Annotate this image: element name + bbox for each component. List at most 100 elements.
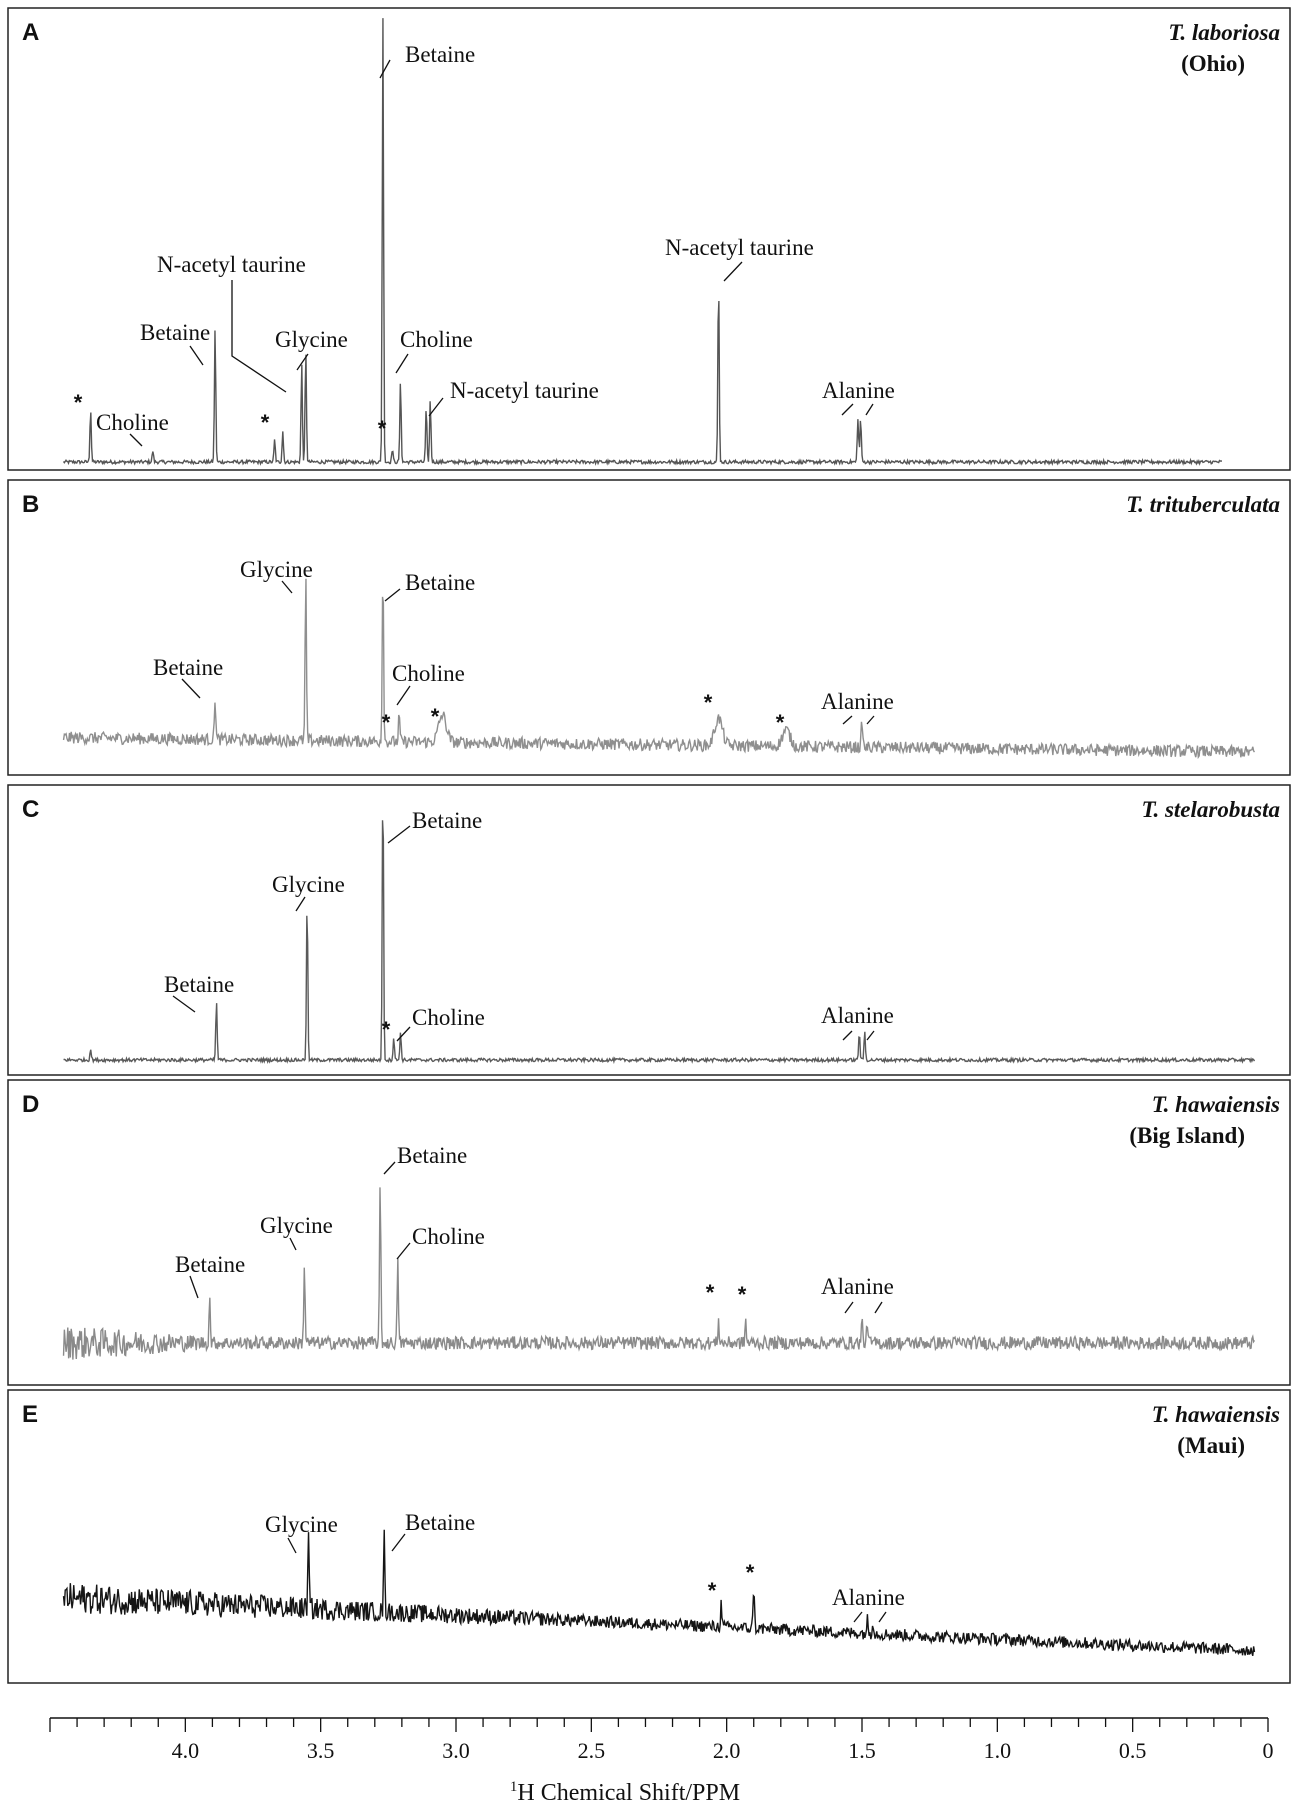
panel-e: E T. hawaiensis (Maui) Glycine BetaineAlanin… <box>7 1389 1291 1684</box>
peak-leader <box>287 1537 297 1554</box>
x-tick-label: 0 <box>1263 1738 1274 1763</box>
x-tick-label: 0.5 <box>1119 1738 1147 1763</box>
x-tick-label: 1.0 <box>984 1738 1012 1763</box>
peak-label: N-acetyl taurine <box>665 235 814 260</box>
peak-label: N-acetyl taurine <box>157 252 306 277</box>
spectrum-trace <box>62 18 1223 467</box>
artifact-star: * <box>378 416 387 441</box>
peak-label: Glycine <box>260 1213 333 1238</box>
x-axis-label-sup: 1 <box>510 1779 518 1795</box>
panel-location: (Maui) <box>1177 1433 1245 1458</box>
panel-frame <box>7 784 1291 1076</box>
artifact-star: * <box>382 710 391 735</box>
peak-leader <box>841 403 854 416</box>
x-tick-label: 3.5 <box>307 1738 335 1763</box>
peak-leader <box>844 1301 854 1314</box>
x-tick-label: 3.0 <box>442 1738 470 1763</box>
peak-leader <box>129 433 143 447</box>
peak-label: Choline <box>412 1224 485 1249</box>
artifact-star: * <box>746 1560 755 1585</box>
spectrum-trace <box>62 578 1256 760</box>
peak-leader <box>842 715 853 725</box>
peak-label: Betaine <box>405 42 475 67</box>
peak-leader <box>383 1161 396 1175</box>
panel-frame <box>7 479 1291 776</box>
x-tick-label: 1.5 <box>848 1738 876 1763</box>
panel-letter: C <box>22 796 39 823</box>
peak-label: Choline <box>412 1005 485 1030</box>
spectrum-trace <box>63 820 1256 1065</box>
peak-label: Glycine <box>240 557 313 582</box>
panel-letter: E <box>22 1401 38 1428</box>
peak-label: Betaine <box>412 808 482 833</box>
panel-species: T. hawaiensis <box>1152 1402 1280 1427</box>
peak-leader <box>296 353 309 371</box>
panel-location: (Big Island) <box>1129 1123 1245 1148</box>
panel-location: (Ohio) <box>1181 51 1245 76</box>
peak-leader <box>387 825 411 844</box>
peak-label: Alanine <box>821 1274 894 1299</box>
artifact-star: * <box>704 690 713 715</box>
peak-label: Betaine <box>140 320 210 345</box>
peak-label: Alanine <box>821 689 894 714</box>
panel-letter: B <box>22 491 39 518</box>
peak-label: Glycine <box>265 1512 338 1537</box>
panel-frame <box>7 7 1291 471</box>
peak-leader <box>391 1533 406 1552</box>
artifact-star: * <box>738 1282 747 1307</box>
artifact-star: * <box>431 704 440 729</box>
artifact-star: * <box>776 710 785 735</box>
peak-leader <box>866 1030 875 1041</box>
peak-leader <box>865 403 874 416</box>
spectrum-trace <box>62 1529 1256 1656</box>
x-axis-label-text: H Chemical Shift/PPM <box>517 1780 740 1806</box>
peak-leader <box>428 397 444 417</box>
peak-label: N-acetyl taurine <box>450 378 599 403</box>
peak-leader <box>189 1275 199 1299</box>
x-tick-label: 2.5 <box>578 1738 606 1763</box>
peak-leader <box>874 1301 883 1314</box>
panel-letter: A <box>22 19 39 46</box>
peak-leader <box>396 1242 411 1260</box>
peak-label: Alanine <box>832 1585 905 1610</box>
artifact-star: * <box>706 1280 715 1305</box>
peak-leader <box>853 1611 863 1623</box>
peak-leader <box>295 896 306 912</box>
artifact-star: * <box>74 390 83 415</box>
panel-species: T. trituberculata <box>1126 492 1280 517</box>
peak-leader <box>281 580 293 594</box>
peak-leader <box>878 1611 887 1623</box>
artifact-star: * <box>261 410 270 435</box>
peak-leader <box>189 345 204 366</box>
peak-leader <box>172 995 196 1013</box>
peak-label: Choline <box>400 327 473 352</box>
peak-label: Glycine <box>275 327 348 352</box>
peak-label: Betaine <box>164 972 234 997</box>
peak-label: Betaine <box>175 1252 245 1277</box>
panel-species: T. hawaiensis <box>1152 1092 1280 1117</box>
peak-leader <box>289 1237 297 1251</box>
peak-leader <box>384 588 401 602</box>
peak-leader <box>181 678 201 699</box>
artifact-star: * <box>708 1578 717 1603</box>
peak-label: Betaine <box>405 570 475 595</box>
peak-leader <box>842 1030 853 1041</box>
peak-label: Alanine <box>821 1003 894 1028</box>
peak-label: Betaine <box>405 1510 475 1535</box>
peak-leader <box>231 280 287 393</box>
peak-leader <box>723 261 743 282</box>
peak-leader <box>866 715 875 725</box>
peak-label: Betaine <box>397 1143 467 1168</box>
peak-label: Betaine <box>153 655 223 680</box>
peak-leader <box>379 59 391 79</box>
peak-label: Choline <box>392 661 465 686</box>
artifact-star: * <box>382 1017 391 1042</box>
peak-leader <box>395 353 409 374</box>
panel-letter: D <box>22 1091 39 1118</box>
panel-frame <box>7 1389 1291 1684</box>
